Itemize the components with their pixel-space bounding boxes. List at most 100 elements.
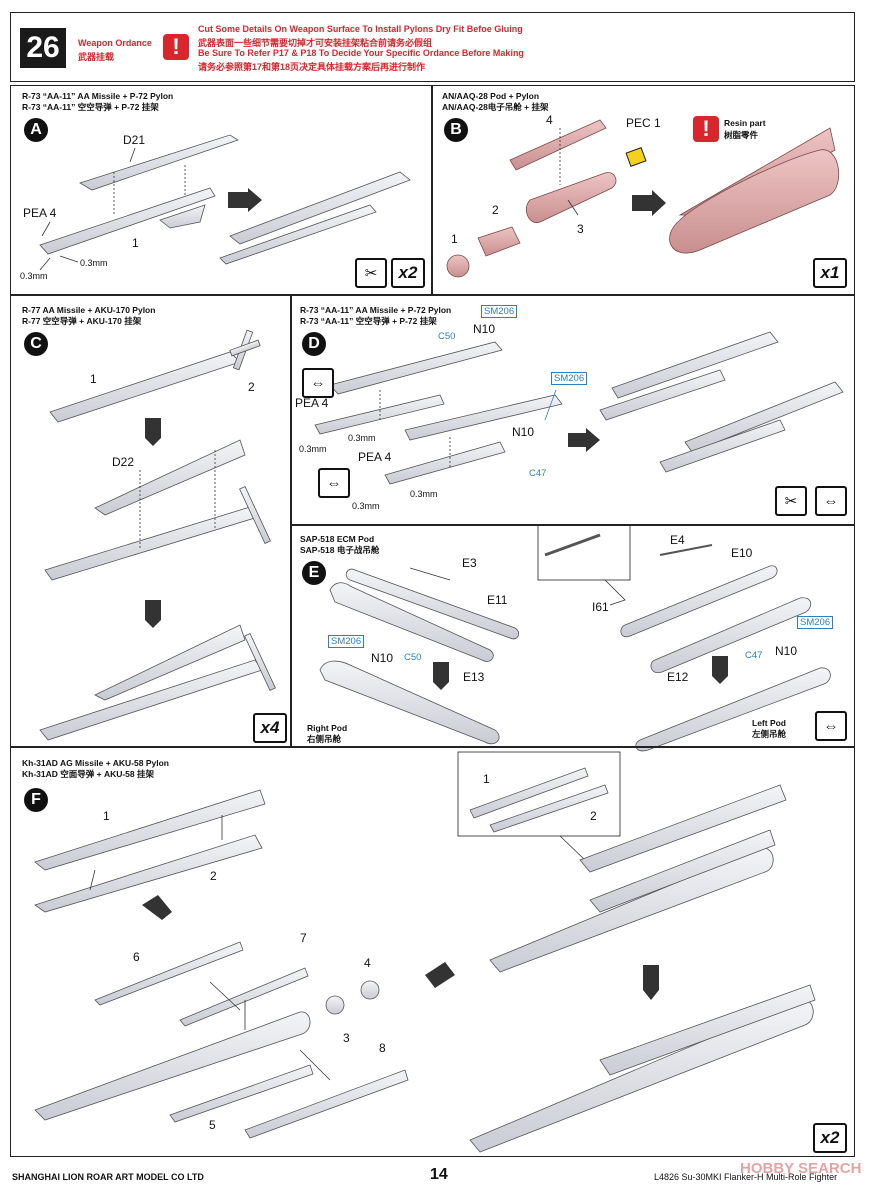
label-d-0-3mm-3: 0.3mm: [410, 489, 438, 499]
section-d-badge: D: [302, 332, 326, 356]
label-d21: D21: [123, 133, 146, 147]
step-number: 26: [20, 28, 66, 68]
section-f-frame: [10, 747, 855, 1157]
cut-tool-icon: ✂: [355, 258, 387, 288]
section-b-badge: B: [444, 118, 468, 142]
section-e-badge: E: [302, 561, 326, 585]
section-c-frame: [10, 295, 291, 747]
label-b-2: 2: [492, 203, 499, 217]
label-0-3mm-a1: 0.3mm: [80, 258, 108, 268]
section-c-title-cn: R-77 空空导弹 + AKU-170 挂架: [22, 316, 142, 326]
label-i61: I61: [592, 600, 609, 614]
ref-sm206-d1: SM206: [481, 305, 518, 318]
arrow-a: [228, 188, 262, 212]
section-e-frame: [291, 525, 855, 747]
label-c-2: 2: [248, 380, 255, 394]
resin-part-en: Resin part: [724, 118, 766, 128]
footer-product: L4826 Su-30MKI Flanker-H Multi-Role Figh…: [654, 1172, 838, 1182]
ref-sm206-d2: SM206: [551, 372, 588, 385]
label-e13: E13: [463, 670, 485, 684]
warning-icon: !: [163, 34, 189, 60]
label-e10: E10: [731, 546, 753, 560]
pec-part-icon: [625, 147, 647, 167]
label-0-3mm-a2: 0.3mm: [20, 271, 48, 281]
mirror-icon-d3: ⇔: [815, 486, 847, 516]
label-d-0-3mm-2: 0.3mm: [299, 444, 327, 454]
label-f-6: 6: [133, 950, 140, 964]
ref-c47-e: C47: [745, 650, 763, 661]
left-pod-cn: 左侧吊舱: [752, 729, 787, 739]
arrow-c2: [145, 600, 161, 628]
label-e4: E4: [670, 533, 685, 547]
section-f-badge: F: [24, 788, 48, 812]
section-d-title-en: R-73 “AA-11” AA Missile + P-72 Pylon: [300, 305, 452, 315]
multiplier-b: x1: [813, 258, 847, 288]
footer-company: SHANGHAI LION ROAR ART MODEL CO LTD: [12, 1172, 204, 1182]
label-b-1: 1: [451, 232, 458, 246]
label-d-n10-2: N10: [512, 425, 535, 439]
section-a-title-en: R-73 “AA-11” AA Missile + P-72 Pylon: [22, 91, 174, 101]
ref-c47-d: C47: [529, 468, 547, 479]
ref-c50-e: C50: [404, 652, 422, 663]
header-frame: [10, 12, 855, 82]
notice-2-cn: 请务必参照第17和第18页决定具体挂载方案后再进行制作: [198, 62, 426, 72]
right-pod-cn: 右侧吊舱: [307, 734, 342, 744]
label-d22: D22: [112, 455, 135, 469]
notice-1-en: Cut Some Details On Weapon Surface To In…: [198, 24, 523, 34]
section-f-art: [34, 751, 816, 1153]
arrow-f3: [643, 965, 659, 1000]
header-title-en: Weapon Ordance: [78, 38, 152, 48]
label-f-3: 3: [343, 1031, 350, 1045]
section-c-badge: C: [24, 332, 48, 356]
section-e-title-cn: SAP-518 电子战吊舱: [300, 545, 380, 555]
section-a-frame: [10, 85, 432, 295]
arrow-f2: [425, 962, 455, 988]
arrow-d: [568, 428, 600, 452]
section-e-art: [319, 524, 831, 752]
label-c-1: 1: [90, 372, 97, 386]
header-title-cn: 武器挂载: [78, 52, 115, 62]
section-b-title-en: AN/AAQ-28 Pod + Pylon: [442, 91, 540, 101]
arrow-e2: [712, 656, 728, 684]
arrow-c1: [145, 418, 161, 446]
label-e12: E12: [667, 670, 689, 684]
right-pod-en: Right Pod: [307, 723, 348, 733]
label-f-7: 7: [300, 931, 307, 945]
section-e-title-en: SAP-518 ECM Pod: [300, 534, 375, 544]
label-f-2: 2: [210, 869, 217, 883]
label-d-pea4-2: PEA 4: [358, 450, 392, 464]
notice-2-en: Be Sure To Refer P17 & P18 To Decide You…: [198, 48, 524, 58]
ref-c50-d: C50: [438, 331, 456, 342]
section-d-title-cn: R-73 “AA-11” 空空导弹 + P-72 挂架: [300, 316, 437, 326]
section-b-art: [446, 119, 839, 278]
mirror-icon-d2: ⇔: [318, 468, 350, 498]
label-b-3: 3: [577, 222, 584, 236]
label-f-1: 1: [103, 809, 110, 823]
ref-sm206-e1: SM206: [328, 635, 365, 648]
section-a-badge: A: [24, 118, 48, 142]
page-number: 14: [430, 1166, 448, 1183]
section-a-title-cn: R-73 “AA-11” 空空导弹 + P-72 挂架: [22, 102, 159, 112]
mirror-icon-d1: ⇔: [302, 368, 334, 398]
label-d-n10-1: N10: [473, 322, 496, 336]
label-part-1: 1: [132, 236, 139, 250]
label-e11: E11: [487, 593, 508, 607]
label-d-pea4-1: PEA 4: [295, 396, 329, 410]
label-f-5: 5: [209, 1118, 216, 1132]
notice-1-cn: 武器表面一些细节需要切掉才可安装挂架粘合前请务必假组: [198, 38, 433, 48]
ref-sm206-e2: SM206: [797, 616, 834, 629]
cut-tool-icon-d: ✂: [775, 486, 807, 516]
section-d-frame: [291, 295, 855, 525]
label-f-inset-1: 1: [483, 772, 490, 786]
multiplier-a: x2: [391, 258, 425, 288]
section-c-title-en: R-77 AA Missile + AKU-170 Pylon: [22, 305, 156, 315]
resin-part-cn: 树脂零件: [724, 130, 759, 140]
left-pod-en: Left Pod: [752, 718, 786, 728]
resin-warning-icon: !: [693, 116, 719, 142]
label-pec1: PEC 1: [626, 116, 661, 130]
label-d-0-3mm-1: 0.3mm: [348, 433, 376, 443]
watermark: HOBBY SEARCH: [740, 1160, 862, 1177]
label-d-0-3mm-4: 0.3mm: [352, 501, 380, 511]
section-b-title-cn: AN/AAQ-28电子吊舱 + 挂架: [442, 102, 549, 112]
